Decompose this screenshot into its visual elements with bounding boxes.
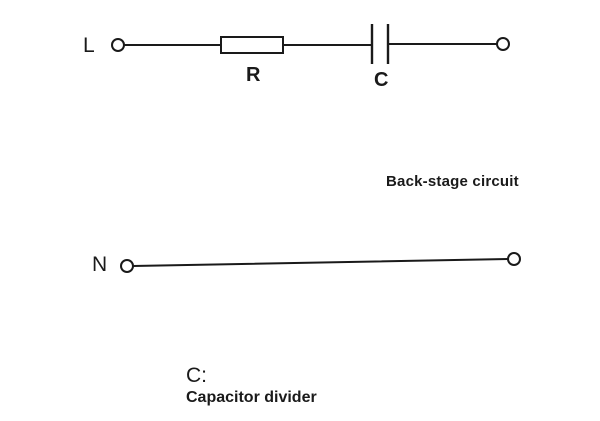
line-n-branch bbox=[120, 252, 521, 273]
terminal-n-left bbox=[120, 259, 134, 273]
resistor-label: R bbox=[246, 64, 261, 86]
node-label-l: L bbox=[83, 34, 95, 57]
terminal-n-right bbox=[507, 252, 521, 266]
legend-description: Capacitor divider bbox=[186, 389, 317, 406]
line-l-branch bbox=[111, 24, 510, 64]
wire-n bbox=[132, 258, 509, 267]
capacitor-label: C bbox=[374, 69, 389, 91]
terminal-l-right bbox=[496, 37, 510, 51]
back-stage-circuit-label: Back-stage circuit bbox=[386, 173, 519, 190]
terminal-l-left bbox=[111, 38, 125, 52]
legend-key: C: bbox=[186, 364, 207, 387]
resistor-symbol bbox=[220, 36, 284, 54]
node-label-n: N bbox=[92, 253, 108, 276]
